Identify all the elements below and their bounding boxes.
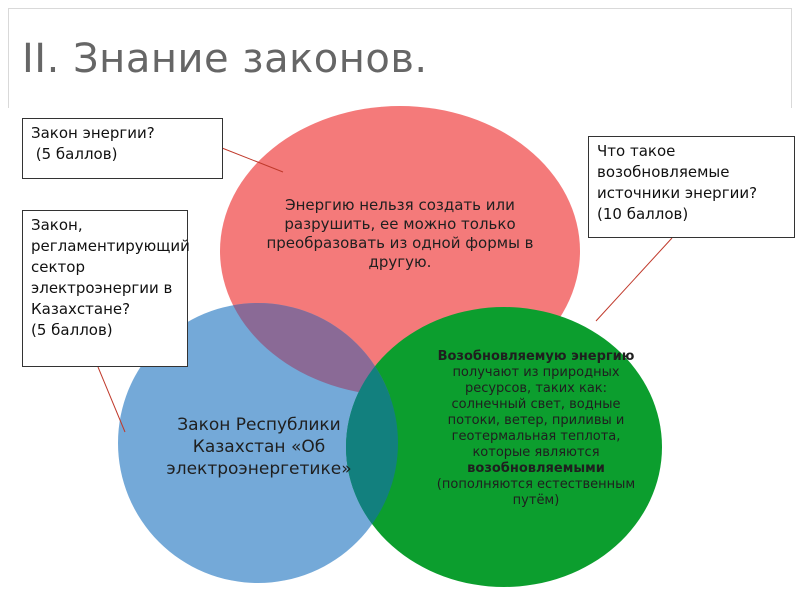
callout-kz-question: Закон, регламентирующий сектор электроэн…: [31, 216, 190, 318]
callout-energy-question: Закон энергии?: [31, 124, 155, 142]
frame-left-line: [8, 8, 9, 108]
renewable-term-bold: Возобновляемую энергию: [437, 349, 635, 364]
red-blue-overlap: [220, 303, 398, 396]
callout-energy-points: (5 баллов): [31, 145, 118, 163]
callout-pointer-renewable: [595, 237, 673, 322]
frame-top-line: [8, 8, 792, 9]
kz-law-name: Закон Республики Казахстан «Об электроэн…: [166, 415, 352, 479]
slide-title: II. Знание законов.: [22, 36, 428, 82]
renewable-energy-definition: Возобновляемую энергию получают из приро…: [436, 349, 636, 509]
callout-renewable-question: Что такое возобновляемые источники энерг…: [597, 142, 758, 202]
callout-energy-law: Закон энергии? (5 баллов): [22, 118, 223, 179]
callout-renewable-points: (10 баллов): [597, 205, 689, 223]
frame-right-line: [791, 8, 792, 108]
energy-law-definition: Энергию нельзя создать или разрушить, ее…: [266, 196, 534, 271]
callout-pointer-energy: [221, 147, 284, 173]
callout-kz-points: (5 баллов): [31, 321, 113, 339]
renewable-adjective-bold: возобновляемыми: [467, 461, 605, 476]
renewable-text-part: получают из природных ресурсов, таких ка…: [447, 365, 625, 460]
callout-kz-law: Закон, регламентирующий сектор электроэн…: [22, 210, 190, 367]
renewable-text-tail: (пополняются естественным путём): [436, 477, 636, 508]
green-circle: [346, 307, 662, 587]
callout-renewable: Что такое возобновляемые источники энерг…: [588, 136, 795, 238]
callout-pointer-kz-law: [97, 366, 126, 433]
